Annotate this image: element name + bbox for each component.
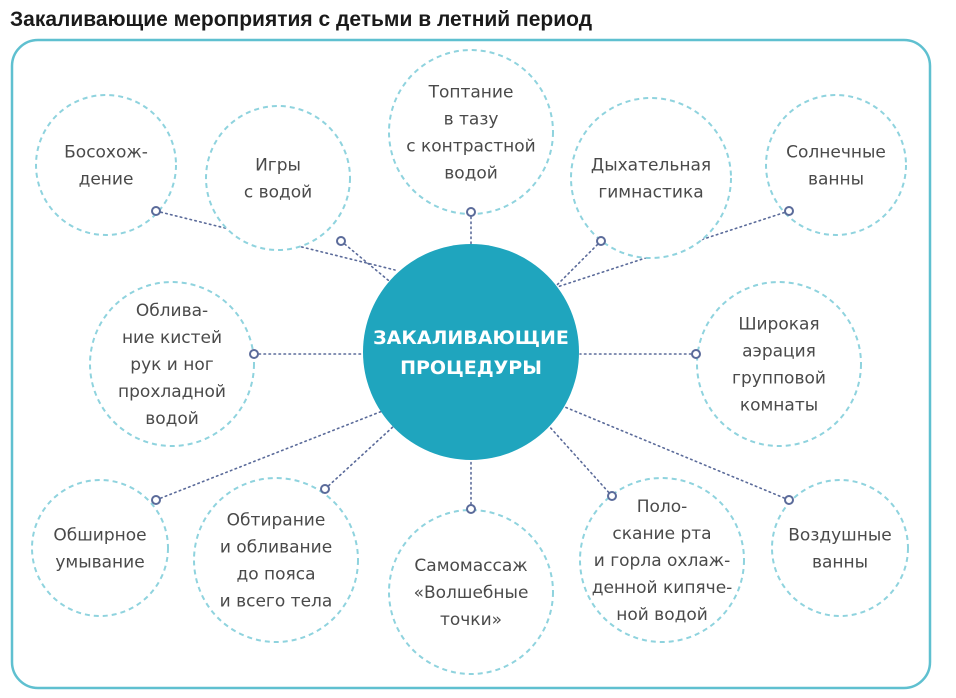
node-label-line: и обливание: [220, 538, 332, 558]
node-label-line: комнаты: [740, 396, 818, 416]
node-label-line: ванны: [808, 170, 864, 190]
connector-barefoot: [155, 210, 396, 271]
node-circle-air-baths: [771, 479, 909, 617]
node-circle-mouth-rinsing: [579, 477, 745, 643]
center-hub: ЗАКАЛИВАЮЩИЕ ПРОЦЕДУРЫ: [363, 244, 579, 460]
node-circle-breathing-gymnastics: [570, 97, 732, 259]
center-label-line: ПРОЦЕДУРЫ: [400, 357, 542, 379]
connector-dot-rubbing-dousing: [320, 484, 330, 494]
node-label-hands-feet-dousing: Облива-ние кистей рук и ног прохладной водо…: [118, 301, 226, 429]
diagram-frame: [10, 38, 932, 690]
connector-dot-mouth-rinsing: [607, 491, 617, 501]
node-circle-basin-trampling: [388, 49, 554, 215]
node-label-line: дение: [79, 170, 134, 190]
connector-breathing-gymnastics: [551, 240, 602, 291]
node-label-line: и горла охлаж-: [594, 551, 730, 571]
node-label-line: прохладной: [118, 382, 226, 402]
node-label-line: Широкая: [738, 315, 819, 335]
node-label-line: Солнечные: [786, 143, 886, 163]
node-label-self-massage: Самомассаж «Волшебные точки»: [414, 556, 529, 630]
node-label-line: денной кипяче-: [592, 578, 733, 598]
node-label-line: Босохож-: [64, 143, 148, 163]
node-label-extensive-washing: Обширное умывание: [53, 526, 146, 573]
connectors: [155, 210, 790, 510]
node-circle-water-games: [205, 105, 351, 251]
node-label-line: Дыхательная: [591, 156, 711, 176]
node-circle-room-aeration: [696, 281, 862, 447]
node-label-water-games: Игры с водой: [244, 156, 312, 203]
node-label-line: ванны: [812, 553, 868, 573]
node-label-line: рук и ног: [130, 355, 213, 375]
node-circle-barefoot: [35, 94, 177, 236]
node-label-air-baths: Воздушные ванны: [788, 526, 891, 573]
node-label-line: и всего тела: [220, 592, 333, 612]
node-label-line: «Волшебные: [414, 583, 529, 603]
connector-rubbing-dousing: [324, 424, 396, 490]
page-title: Закаливающие мероприятия с детьми в летн…: [10, 8, 593, 31]
node-label-line: Обтирание: [227, 511, 326, 531]
node-label-barefoot: Босохож-дение: [64, 143, 148, 190]
node-label-line: гимнастика: [598, 183, 703, 203]
node-circle-sun-baths: [765, 94, 907, 236]
connector-mouth-rinsing: [547, 424, 613, 497]
connector-dot-extensive-washing: [151, 495, 161, 505]
connector-dot-sun-baths: [784, 206, 794, 216]
node-label-line: Поло-: [637, 497, 688, 517]
connector-dot-self-massage: [466, 504, 476, 514]
node-label-line: в тазу: [444, 110, 499, 130]
node-label-room-aeration: Широкая аэрация групповой комнаты: [732, 315, 826, 416]
node-label-line: скание рта: [612, 524, 711, 544]
node-label-sun-baths: Солнечные ванны: [786, 143, 886, 190]
node-label-line: ние кистей: [122, 328, 222, 348]
node-label-line: Игры: [255, 156, 301, 176]
node-circle-extensive-washing: [31, 479, 169, 617]
connector-dot-hands-feet-dousing: [249, 349, 259, 359]
node-label-line: Облива-: [136, 301, 208, 321]
node-label-line: с водой: [244, 183, 312, 203]
connector-air-baths: [559, 404, 790, 501]
node-label-line: до пояса: [236, 565, 315, 585]
node-label-rubbing-dousing: Обтирание и обливание до пояса и всего тела: [220, 511, 333, 612]
connector-extensive-washing: [155, 409, 386, 501]
connector-dot-breathing-gymnastics: [596, 236, 606, 246]
center-label: ЗАКАЛИВАЮЩИЕ ПРОЦЕДУРЫ: [373, 327, 569, 379]
node-label-mouth-rinsing: Поло-скание рта и горла охлаж-денной кипя…: [592, 497, 733, 625]
node-circle-self-massage: [388, 509, 554, 675]
nodes: Босохож-дение Игры с водой Топтание в тазу с …: [31, 49, 909, 675]
node-label-line: водой: [444, 164, 498, 184]
node-label-line: Обширное: [53, 526, 146, 546]
node-label-line: точки»: [440, 610, 502, 630]
node-label-basin-trampling: Топтание в тазу с контрастной водой: [406, 83, 535, 184]
connector-dot-room-aeration: [691, 349, 701, 359]
node-circle-hands-feet-dousing: [89, 281, 255, 447]
node-label-line: Самомассаж: [414, 556, 527, 576]
node-circle-rubbing-dousing: [193, 477, 359, 643]
node-label-line: ной водой: [616, 605, 708, 625]
node-label-line: Топтание: [428, 83, 514, 103]
node-label-line: аэрация: [742, 342, 816, 362]
connector-dot-barefoot: [151, 206, 161, 216]
node-label-breathing-gymnastics: Дыхательная гимнастика: [591, 156, 711, 203]
node-label-line: групповой: [732, 369, 826, 389]
connector-dot-water-games: [336, 236, 346, 246]
node-label-line: умывание: [55, 553, 144, 573]
node-label-line: водой: [145, 409, 199, 429]
center-circle: [363, 244, 579, 460]
connector-dot-basin-trampling: [466, 207, 476, 217]
connector-dot-air-baths: [784, 495, 794, 505]
node-label-line: Воздушные: [788, 526, 891, 546]
center-label-line: ЗАКАЛИВАЮЩИЕ: [373, 327, 569, 349]
node-label-line: с контрастной: [406, 137, 535, 157]
